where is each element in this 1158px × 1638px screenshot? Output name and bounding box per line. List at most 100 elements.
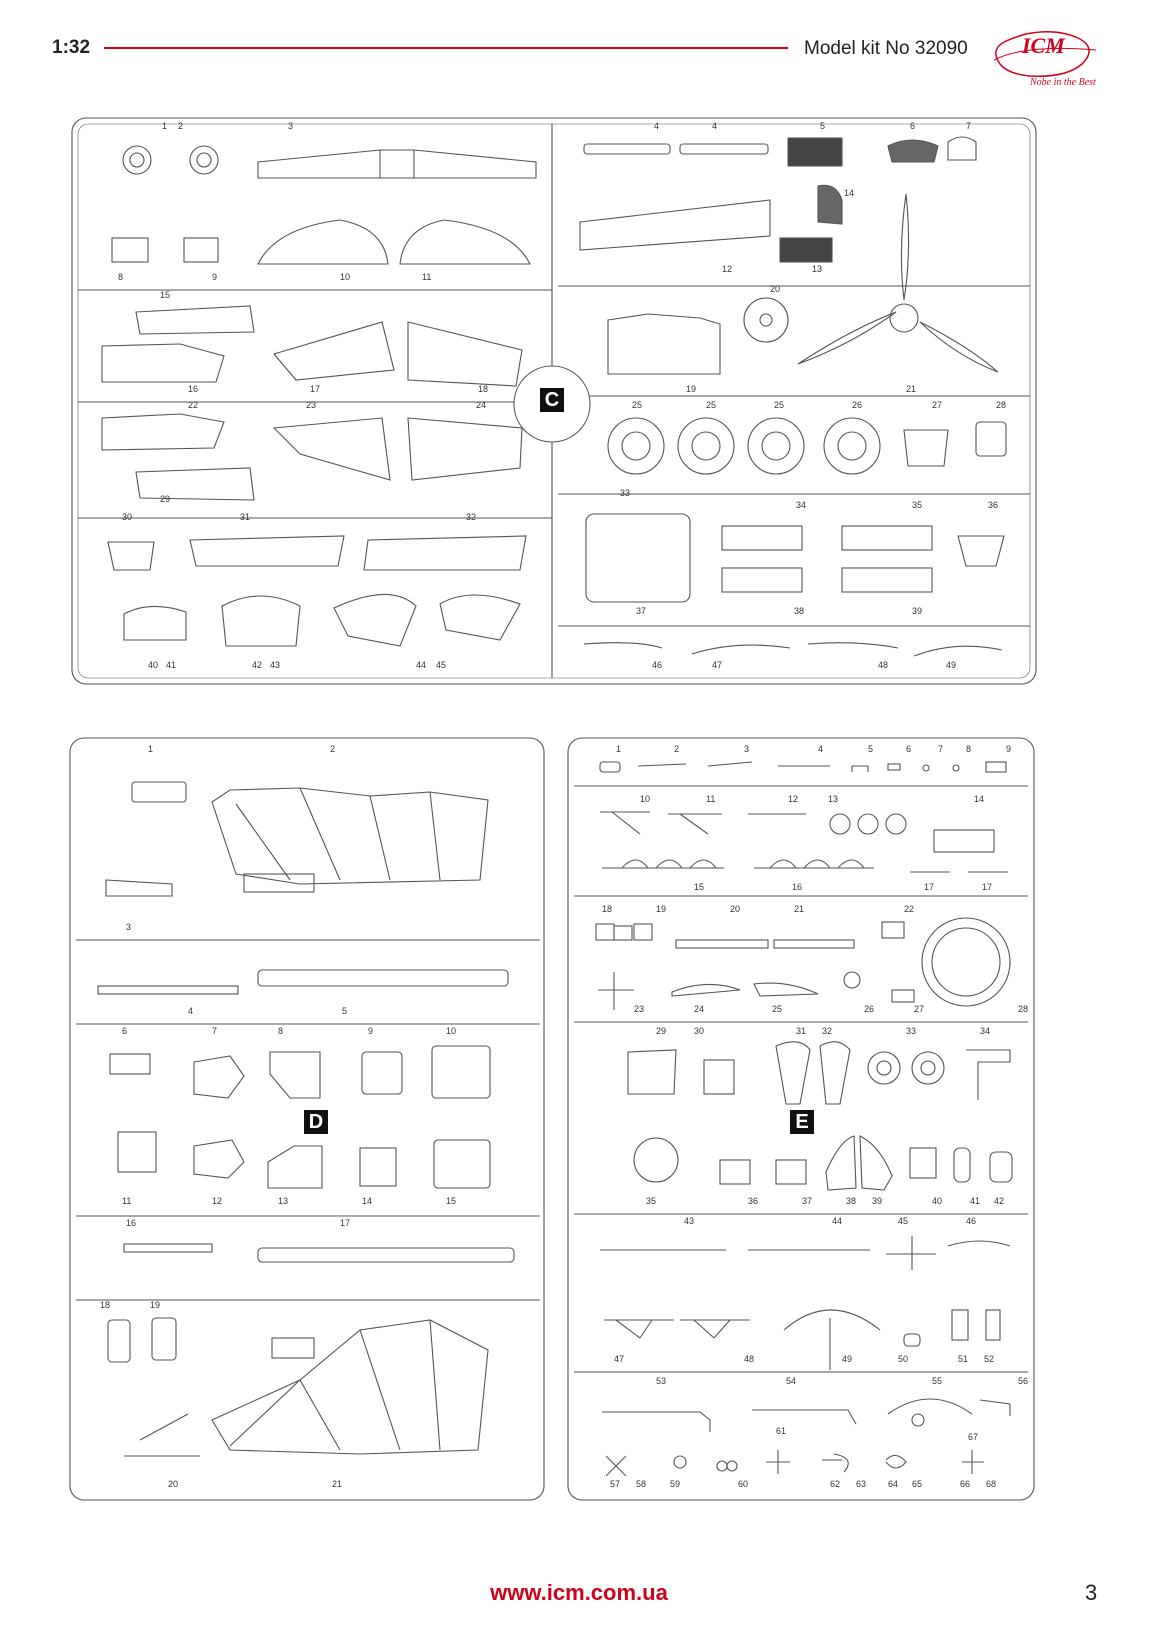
part-number-c-11: 11: [422, 272, 431, 282]
part-number-d-7: 7: [212, 1026, 217, 1036]
part-number-c-28: 28: [996, 400, 1006, 410]
scale-label: 1:32: [52, 37, 91, 58]
part-number-c-30: 30: [122, 512, 132, 522]
part-number-c-49: 49: [946, 660, 956, 670]
part-number-e-51: 51: [958, 1354, 968, 1364]
part-number-e-31: 31: [796, 1026, 806, 1036]
part-number-c-4: 4: [712, 121, 717, 131]
part-number-c-25: 25: [774, 400, 784, 410]
part-number-e-8: 8: [966, 744, 971, 754]
part-number-e-63: 63: [856, 1479, 866, 1489]
part-number-c-14: 14: [844, 188, 854, 198]
part-number-c-10: 10: [340, 272, 350, 282]
sprue-c-marker: C: [540, 388, 564, 412]
brand-name: ICM: [1022, 33, 1065, 58]
part-number-e-37: 37: [802, 1196, 812, 1206]
part-number-c-27: 27: [932, 400, 942, 410]
footer-url[interactable]: www.icm.com.ua: [490, 1580, 668, 1605]
part-number-e-11: 11: [706, 794, 715, 804]
part-number-c-21: 21: [906, 384, 916, 394]
part-number-e-27: 27: [914, 1004, 924, 1014]
part-number-d-13: 13: [278, 1196, 288, 1206]
part-number-d-5: 5: [342, 1006, 347, 1016]
part-number-c-35: 35: [912, 500, 922, 510]
sprue-e-frame: [567, 737, 1035, 1501]
part-number-e-39: 39: [872, 1196, 882, 1206]
part-number-c-31: 31: [240, 512, 250, 522]
part-number-e-21: 21: [794, 904, 804, 914]
part-number-e-46: 46: [966, 1216, 976, 1226]
part-number-c-6: 6: [910, 121, 915, 131]
part-number-c-40: 40: [148, 660, 158, 670]
part-number-d-2: 2: [330, 744, 335, 754]
part-number-e-55: 55: [932, 1376, 942, 1386]
part-number-e-10: 10: [640, 794, 650, 804]
part-number-e-35: 35: [646, 1196, 656, 1206]
part-number-e-36: 36: [748, 1196, 758, 1206]
part-number-e-59: 59: [670, 1479, 680, 1489]
part-number-d-14: 14: [362, 1196, 372, 1206]
page-number: 3: [1085, 1580, 1098, 1605]
part-number-e-30: 30: [694, 1026, 704, 1036]
part-number-c-48: 48: [878, 660, 888, 670]
part-number-c-37: 37: [636, 606, 646, 616]
icm-logo: [993, 31, 1097, 77]
part-number-e-14: 14: [974, 794, 984, 804]
part-number-e-18: 18: [602, 904, 612, 914]
part-number-d-9: 9: [368, 1026, 373, 1036]
part-number-c-34: 34: [796, 500, 806, 510]
part-number-d-3: 3: [126, 922, 131, 932]
part-number-e-13: 13: [828, 794, 838, 804]
part-number-e-58: 58: [636, 1479, 646, 1489]
part-number-e-24: 24: [694, 1004, 704, 1014]
part-number-e-17: 17: [982, 882, 992, 892]
part-number-e-29: 29: [656, 1026, 666, 1036]
part-number-c-7: 7: [966, 121, 971, 131]
part-number-c-45: 45: [436, 660, 446, 670]
part-number-e-17: 17: [924, 882, 934, 892]
part-number-d-16: 16: [126, 1218, 136, 1228]
part-number-c-4: 4: [654, 121, 659, 131]
part-number-c-47: 47: [712, 660, 722, 670]
part-number-d-8: 8: [278, 1026, 283, 1036]
part-number-e-15: 15: [694, 882, 704, 892]
part-number-e-65: 65: [912, 1479, 922, 1489]
part-number-c-9: 9: [212, 272, 217, 282]
part-number-e-68: 68: [986, 1479, 996, 1489]
part-number-c-38: 38: [794, 606, 804, 616]
part-number-c-22: 22: [188, 400, 198, 410]
part-number-c-3: 3: [288, 121, 293, 131]
part-number-e-40: 40: [932, 1196, 942, 1206]
part-number-c-26: 26: [852, 400, 862, 410]
part-number-d-11: 11: [122, 1196, 131, 1206]
part-number-e-25: 25: [772, 1004, 782, 1014]
kit-number: Model kit No 32090: [804, 38, 968, 59]
part-number-c-13: 13: [812, 264, 822, 274]
part-number-c-33: 33: [620, 488, 630, 498]
sprue-e-marker: E: [790, 1110, 814, 1134]
part-number-d-18: 18: [100, 1300, 110, 1310]
part-number-d-10: 10: [446, 1026, 456, 1036]
part-number-e-54: 54: [786, 1376, 796, 1386]
part-number-e-41: 41: [970, 1196, 980, 1206]
part-number-e-32: 32: [822, 1026, 832, 1036]
part-number-e-38: 38: [846, 1196, 856, 1206]
part-number-d-6: 6: [122, 1026, 127, 1036]
part-number-c-41: 41: [166, 660, 176, 670]
part-number-e-12: 12: [788, 794, 798, 804]
part-number-c-24: 24: [476, 400, 486, 410]
part-number-e-7: 7: [938, 744, 943, 754]
part-number-e-6: 6: [906, 744, 911, 754]
part-number-e-52: 52: [984, 1354, 994, 1364]
part-number-c-42: 42: [252, 660, 262, 670]
sprue-d-frame: [69, 737, 545, 1501]
part-number-e-19: 19: [656, 904, 666, 914]
part-number-e-23: 23: [634, 1004, 644, 1014]
part-number-c-17: 17: [310, 384, 320, 394]
part-number-e-34: 34: [980, 1026, 990, 1036]
part-number-d-1: 1: [148, 744, 153, 754]
part-number-e-28: 28: [1018, 1004, 1028, 1014]
part-number-c-25: 25: [632, 400, 642, 410]
